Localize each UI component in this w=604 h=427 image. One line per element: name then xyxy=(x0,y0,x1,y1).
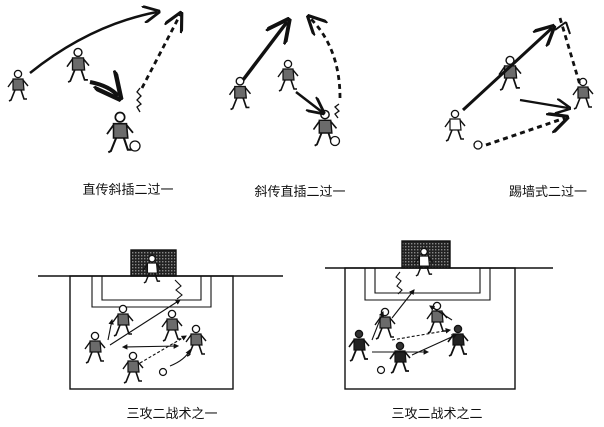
run-arrow xyxy=(429,305,453,321)
return-pass-arrow xyxy=(140,15,180,89)
panel-wall-pass xyxy=(444,17,594,150)
runner-player xyxy=(277,59,299,92)
attacker-player xyxy=(84,331,106,364)
attacker-player xyxy=(348,329,370,362)
shot-path xyxy=(395,271,403,295)
run-arrow xyxy=(29,12,157,74)
ball xyxy=(329,135,341,147)
defender-player xyxy=(161,309,183,342)
passer-player xyxy=(444,109,466,142)
run-arrow xyxy=(485,118,565,147)
pass-arrow xyxy=(139,335,187,364)
dribble-path xyxy=(136,87,142,113)
penalty-area xyxy=(69,275,234,390)
run-arrow xyxy=(371,310,384,341)
pass-arrow xyxy=(89,82,118,96)
ball xyxy=(158,367,168,377)
ball xyxy=(473,140,483,150)
dribble-path xyxy=(334,103,340,119)
panel-direct-pass-diagonal-run xyxy=(7,12,180,154)
defender-player xyxy=(426,301,448,334)
caption-diagonal-pass-straight-run: 斜传直插二过一 xyxy=(254,185,346,200)
penalty-area xyxy=(344,267,516,390)
run-arrow xyxy=(107,318,114,341)
run-arrow xyxy=(391,289,415,319)
return-pass-arrow xyxy=(519,100,568,108)
attacker-player xyxy=(389,341,411,374)
ball xyxy=(129,140,141,152)
run-arrow xyxy=(241,22,287,82)
pass-arrow xyxy=(391,328,452,341)
ball xyxy=(376,365,386,375)
caption-three-attack-tactic-one: 三攻二战术之一 xyxy=(126,407,218,422)
attacker-player xyxy=(122,351,144,384)
pass-arrow xyxy=(295,91,322,112)
receiver-run-path xyxy=(558,17,582,86)
passer-player xyxy=(228,76,252,111)
pass-arrow xyxy=(411,334,458,356)
pass-arrow xyxy=(461,28,552,112)
pass-arrow xyxy=(121,343,180,350)
caption-three-attack-tactic-two: 三攻二战术之二 xyxy=(391,407,483,422)
return-pass-arrow xyxy=(310,18,342,99)
runner-player xyxy=(66,47,90,83)
attacker-player xyxy=(447,324,469,357)
caption-direct-pass-diagonal-run: 直传斜插二过一 xyxy=(82,183,174,198)
panel-diagonal-pass-straight-run xyxy=(228,18,342,147)
attacker-player xyxy=(112,304,134,337)
panel-three-attack-tactic-two xyxy=(325,240,553,390)
passer-player xyxy=(7,69,29,102)
run-arrow xyxy=(169,349,191,367)
shot-path xyxy=(174,279,183,300)
caption-wall-pass: 踢墙式二过一 xyxy=(508,185,588,200)
goal-area xyxy=(364,268,491,301)
goal-area xyxy=(91,276,212,308)
panel-three-attack-tactic-one xyxy=(38,249,283,390)
wall-player xyxy=(105,111,135,154)
pass-arrow xyxy=(109,299,181,346)
receiver-player xyxy=(572,77,594,110)
